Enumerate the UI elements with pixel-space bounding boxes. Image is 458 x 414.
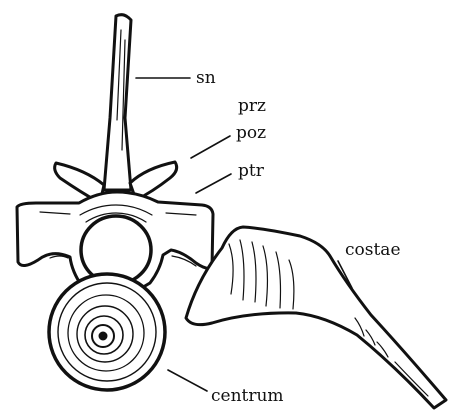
centrum — [49, 274, 165, 390]
ptr-leader-line — [196, 174, 231, 193]
poz-leader-line — [191, 136, 230, 158]
label-prz: prz — [238, 96, 266, 116]
label-costae: costae — [345, 240, 401, 260]
rib — [186, 227, 446, 408]
centrum-core — [99, 332, 107, 340]
label-sn: sn — [196, 68, 216, 88]
label-poz: poz — [236, 123, 266, 143]
centrum-leader-line — [168, 370, 207, 391]
label-ptr: ptr — [238, 161, 265, 181]
label-centrum: centrum — [211, 386, 284, 406]
